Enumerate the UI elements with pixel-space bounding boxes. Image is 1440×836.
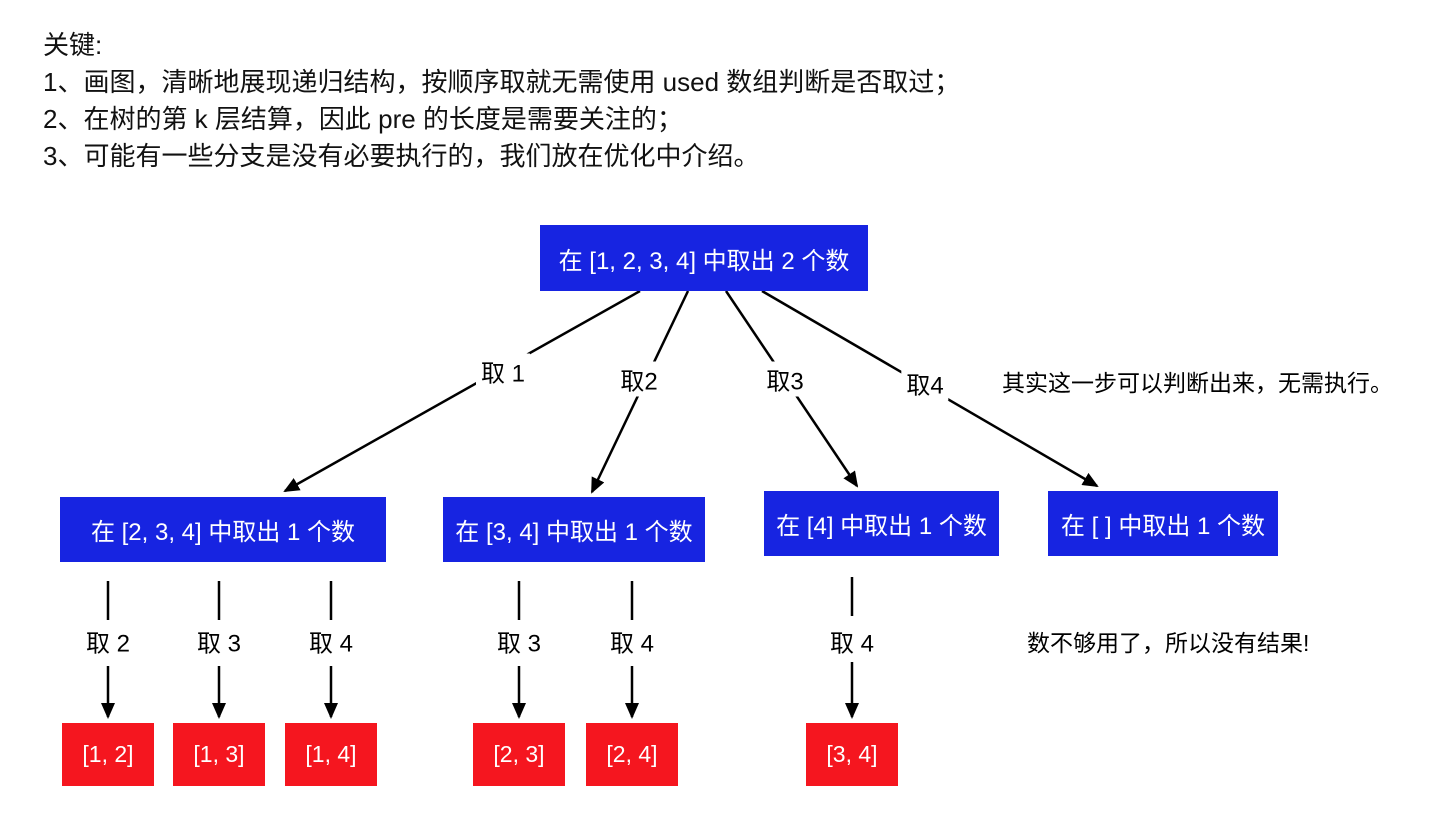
result-3-4: [3, 4]	[806, 723, 898, 786]
key-points-block: 关键: 1、画图，清晰地展现递归结构，按顺序取就无需使用 used 数组判断是否…	[43, 27, 960, 175]
result-1-4: [1, 4]	[285, 723, 377, 786]
node-234: 在 [2, 3, 4] 中取出 1 个数	[60, 497, 386, 562]
key-point-2: 2、在树的第 k 层结算，因此 pre 的长度是需要关注的；	[43, 104, 683, 134]
edge-label-34-take4: 取 4	[604, 623, 660, 659]
node-empty: 在 [ ] 中取出 1 个数	[1048, 491, 1278, 556]
edge-label-take-1: 取 1	[475, 353, 531, 389]
key-point-3: 3、可能有一些分支是没有必要执行的，我们放在优化中介绍。	[43, 141, 760, 171]
node-4: 在 [4] 中取出 1 个数	[764, 491, 999, 556]
edge-label-take-2: 取2	[615, 361, 663, 397]
edge-label-234-take4: 取 4	[303, 623, 359, 659]
result-2-3: [2, 3]	[473, 723, 565, 786]
edge-label-234-take3: 取 3	[191, 623, 247, 659]
result-2-4: [2, 4]	[586, 723, 678, 786]
root-node: 在 [1, 2, 3, 4] 中取出 2 个数	[540, 225, 868, 291]
edge-label-34-take3: 取 3	[491, 623, 547, 659]
edge-label-234-take2: 取 2	[80, 623, 136, 659]
annotation-no-result: 数不够用了，所以没有结果!	[1027, 630, 1310, 656]
result-1-3: [1, 3]	[173, 723, 265, 786]
edge-label-4-take4: 取 4	[824, 623, 880, 659]
edge-label-take-4: 取4	[901, 365, 949, 401]
edge-label-take-3: 取3	[761, 361, 809, 397]
key-points-title: 关键:	[43, 30, 103, 60]
result-1-2: [1, 2]	[62, 723, 154, 786]
edge-root-to-node-234	[283, 289, 641, 493]
key-point-1: 1、画图，清晰地展现递归结构，按顺序取就无需使用 used 数组判断是否取过；	[43, 67, 961, 97]
annotation-skip-branch: 其实这一步可以判断出来，无需执行。	[1002, 370, 1393, 396]
node-34: 在 [3, 4] 中取出 1 个数	[443, 497, 705, 562]
